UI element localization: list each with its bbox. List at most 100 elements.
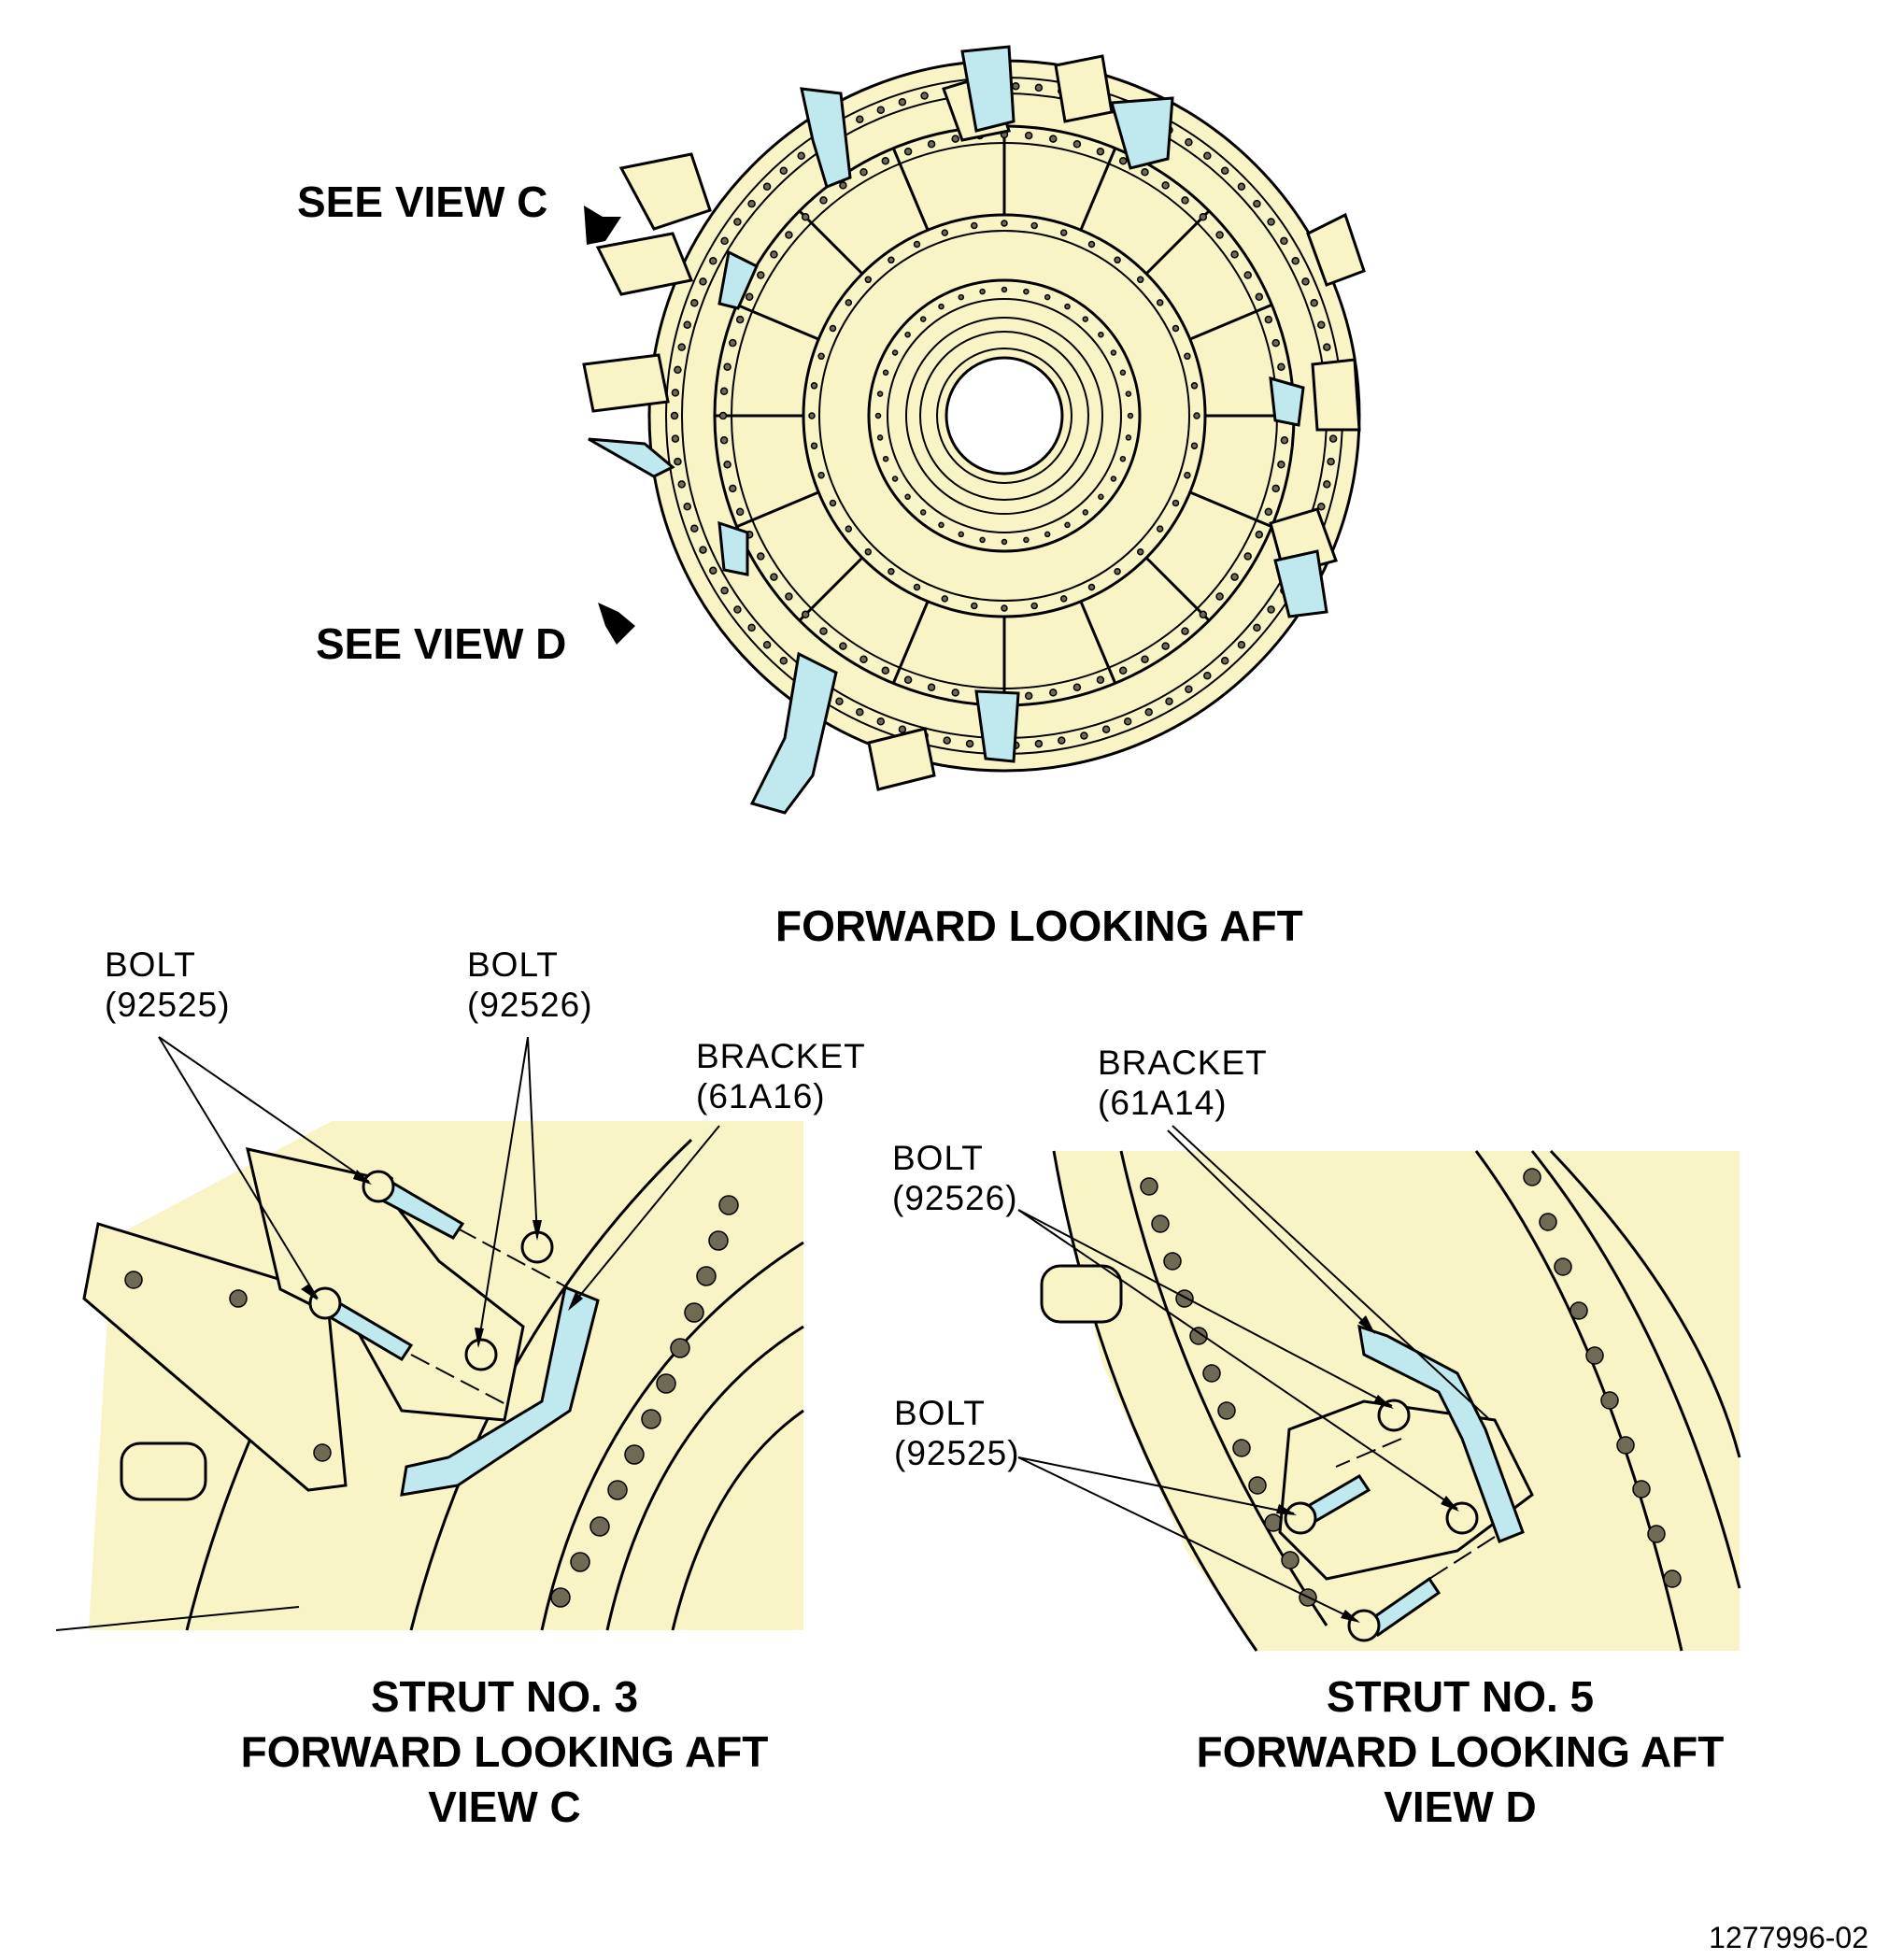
main-view-caption: FORWARD LOOKING AFT <box>775 902 1303 950</box>
bolt-hole <box>979 288 986 295</box>
view-d-bracket-name: BRACKET <box>1098 1044 1268 1082</box>
bolt-hole <box>1181 627 1189 635</box>
bolt-hole <box>1001 604 1008 612</box>
bolt-hole <box>856 708 864 717</box>
bolt-hole <box>708 1230 729 1251</box>
bolt-hole <box>1264 315 1273 324</box>
bolt-hole <box>1012 81 1020 91</box>
bolt-hole <box>1189 1327 1208 1345</box>
bolt-hole <box>941 229 949 236</box>
bolt-hole <box>683 503 691 511</box>
bolt-hole <box>735 315 745 324</box>
see-view-d-label: SEE VIEW D <box>316 619 566 668</box>
bolt-hole <box>718 411 728 420</box>
bolt-hole <box>1253 199 1261 208</box>
bolt-hole <box>1119 455 1127 462</box>
view-d-bracket-61A14 <box>1357 1324 1525 1543</box>
bolt-hole <box>1030 221 1038 230</box>
bolt-hole <box>965 739 974 748</box>
bolt-hole <box>1523 1168 1541 1186</box>
bolt-hole <box>874 412 882 419</box>
bolt-hole <box>1202 1364 1221 1383</box>
view-d-bolt-92525-number: (92525) <box>894 1434 1020 1472</box>
bolt-hole <box>729 338 737 348</box>
bolt-hole <box>1185 685 1193 693</box>
bolt-hole <box>719 387 729 396</box>
bolt-hole <box>683 320 691 329</box>
bolt-hole <box>938 521 944 529</box>
bolt-hole <box>1001 220 1008 227</box>
bolt-hole <box>888 567 895 575</box>
bolt-hole <box>1172 324 1180 333</box>
bolt-hole <box>1323 480 1331 489</box>
bolt-hole <box>819 196 828 205</box>
bolt-hole <box>898 725 907 733</box>
bolt-hole <box>1317 320 1326 329</box>
bolt-hole <box>1190 382 1199 390</box>
bolt-hole <box>779 657 788 665</box>
bolt-hole <box>913 240 921 249</box>
center-bore <box>944 356 1064 476</box>
bolt-hole <box>674 457 682 466</box>
bolt-hole <box>1253 623 1261 632</box>
bolt-hole <box>859 168 868 177</box>
bolt-hole <box>1280 435 1289 445</box>
bolt-hole <box>1310 299 1318 307</box>
bolt-hole <box>1230 250 1239 259</box>
view-d-bolt-92525-name: BOLT <box>894 1394 986 1432</box>
bolt-hole <box>817 471 825 479</box>
bolt-hole <box>745 292 754 302</box>
bolt-hole <box>1327 457 1335 466</box>
bolt-hole <box>1044 293 1051 301</box>
view-d-caption-line2: FORWARD LOOKING AFT <box>1197 1727 1725 1776</box>
bolt-hole <box>1058 736 1066 745</box>
bolt-hole <box>882 369 889 376</box>
bolt-hole <box>920 92 929 100</box>
view-d-caption-line3: VIEW D <box>1384 1782 1537 1831</box>
bolt-hole <box>1049 689 1058 697</box>
bolt-hole <box>1024 691 1033 701</box>
bolt-hole <box>1059 595 1068 603</box>
bolt-hole <box>1024 131 1033 140</box>
view-c-bolt-92525-number: (92525) <box>105 986 231 1024</box>
bolt-hole <box>881 666 890 675</box>
bolt-hole <box>1328 434 1338 443</box>
bolt-hole <box>729 484 737 493</box>
bolt-hole <box>1175 1289 1194 1308</box>
bolt-hole <box>624 1444 645 1465</box>
bolt-hole <box>723 362 731 371</box>
view-c-bolt-92526-number: (92526) <box>467 986 593 1024</box>
bolt-hole <box>1217 1401 1236 1420</box>
bolt-hole <box>720 586 729 595</box>
bolt-hole <box>1118 666 1128 675</box>
bolt-hole <box>1185 138 1193 147</box>
bolt-hole <box>808 412 816 419</box>
bolt-hole <box>723 461 731 469</box>
bolt-hole <box>810 442 818 449</box>
bolt-hole <box>1144 708 1153 717</box>
bolt-hole <box>904 493 911 501</box>
bolt-hole <box>888 256 895 264</box>
bolt-hole <box>1163 1252 1182 1271</box>
bolt-hole <box>1064 303 1071 310</box>
bolt-hole <box>876 106 886 114</box>
bolt-hole <box>690 299 699 307</box>
bolt-hole <box>839 642 847 650</box>
view-c-bracket-61A16 <box>400 1285 600 1497</box>
bolt-hole <box>1632 1480 1651 1498</box>
bolt-hole <box>709 257 717 265</box>
bolt-hole <box>1114 567 1121 575</box>
bolt-hole <box>1647 1525 1666 1543</box>
bolt-hole <box>1237 182 1246 192</box>
bolt-hole <box>1237 640 1246 649</box>
bolt-hole <box>785 592 793 601</box>
bolt-hole <box>797 151 805 161</box>
bolt-hole <box>817 352 825 361</box>
view-c-illustration <box>55 1121 804 1631</box>
view-d-caption-line1: STRUT NO. 5 <box>1327 1672 1594 1721</box>
bolt-hole <box>762 640 772 649</box>
bolt-hole <box>1248 1476 1267 1495</box>
bolt-hole <box>876 391 884 397</box>
bolt-hole <box>1119 369 1127 376</box>
